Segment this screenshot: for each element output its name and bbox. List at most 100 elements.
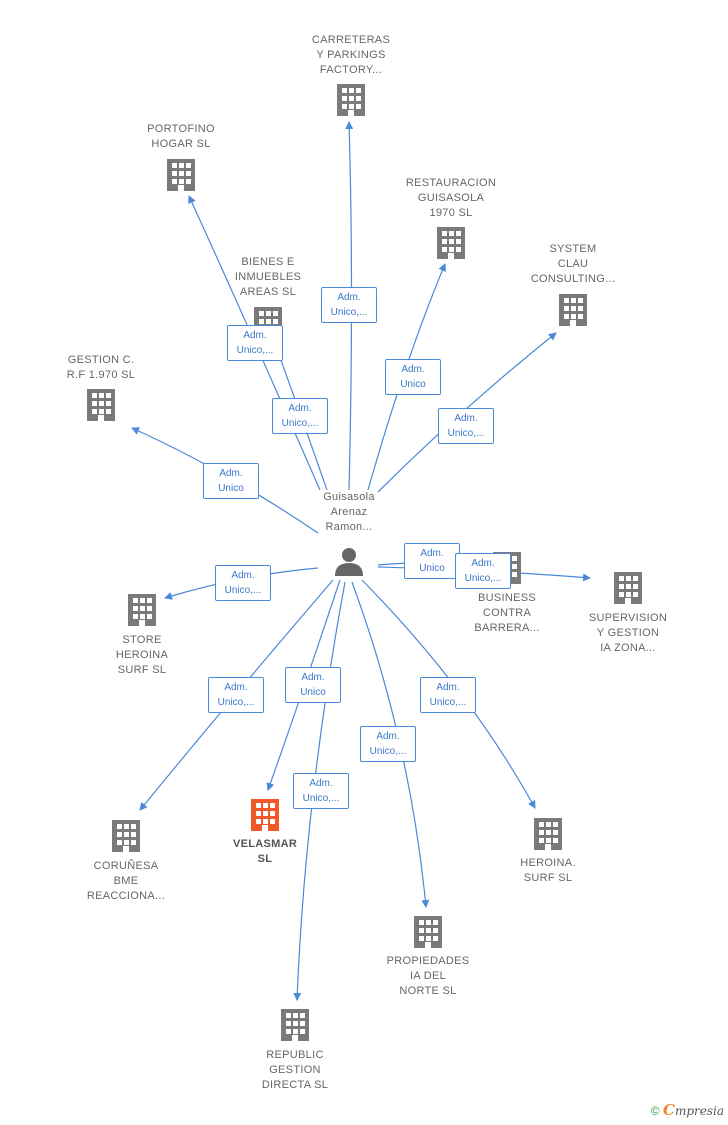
node-label-line: Y PARKINGS xyxy=(316,49,386,61)
node-label-line: SL xyxy=(257,853,273,865)
building-icon[interactable] xyxy=(128,594,156,626)
center-label-line: Guisasola xyxy=(323,491,375,503)
edge-label-business[interactable]: Adm. Unico xyxy=(404,543,460,579)
edge-label-line: Adm. xyxy=(436,682,460,693)
node-label-line: FACTORY... xyxy=(319,64,383,76)
building-icon[interactable] xyxy=(112,820,140,852)
node-label-line: AREAS SL xyxy=(239,286,297,298)
edge-label-line: Adm. xyxy=(288,403,312,414)
center-label-line: Arenaz xyxy=(330,506,368,518)
node-label-store[interactable]: STORE HEROINA SURF SL xyxy=(82,633,202,678)
node-label-line: CARRETERAS xyxy=(311,34,391,46)
node-label-line: REACCIONA... xyxy=(86,890,166,902)
edge-label-line: Adm. xyxy=(301,672,325,683)
edge-label-line: Unico xyxy=(400,379,426,390)
node-label-line: CORUÑESA xyxy=(93,860,159,872)
node-label-line: CONTRA xyxy=(482,607,532,619)
building-icon[interactable] xyxy=(167,159,195,191)
building-icon[interactable] xyxy=(251,799,279,831)
building-icon[interactable] xyxy=(337,84,365,116)
edge-label-restauracion[interactable]: Adm.Unico xyxy=(385,359,441,395)
node-label-line: R.F 1.970 SL xyxy=(66,369,136,381)
edge-label-line: Unico xyxy=(218,483,244,494)
edge-label-line: Unico,... xyxy=(447,428,485,439)
edge-label-propiedades[interactable]: Adm.Unico,... xyxy=(360,726,416,762)
node-label-restauracion[interactable]: RESTAURACION GUISASOLA 1970 SL xyxy=(391,176,511,221)
edge-label-line: Unico,... xyxy=(464,573,502,584)
edge-label-line: Unico,... xyxy=(302,793,340,804)
edge-label-line: Adm. xyxy=(471,558,495,569)
person-icon[interactable] xyxy=(335,548,363,576)
edge-label-store[interactable]: Adm.Unico,... xyxy=(215,565,271,601)
node-label-line: CONSULTING... xyxy=(530,273,616,285)
node-label-bienes[interactable]: BIENES E INMUEBLES AREAS SL xyxy=(208,255,328,300)
building-icon[interactable] xyxy=(559,294,587,326)
edge-label-line: Adm. xyxy=(337,292,361,303)
node-label-line: BARRERA... xyxy=(474,622,540,634)
edge-label-supervision[interactable]: Adm. Unico,... xyxy=(455,553,511,589)
edge-label-republic[interactable]: Adm. Unico,... xyxy=(293,773,349,809)
node-label-velasmar[interactable]: VELASMAR SL xyxy=(205,837,325,867)
node-label-line: Y GESTION xyxy=(596,627,660,639)
edge-label-line: Adm. xyxy=(309,778,333,789)
building-icon[interactable] xyxy=(437,227,465,259)
node-label-line: REPUBLIC xyxy=(266,1049,324,1061)
node-label-line: SURF SL xyxy=(117,664,167,676)
edge-label-line: Unico,... xyxy=(236,345,274,356)
node-label-line: GUISASOLA xyxy=(417,192,485,204)
edge-label-line: Adm. xyxy=(454,413,478,424)
edge-label-line: Unico,... xyxy=(429,697,467,708)
edge-label-heroina[interactable]: Adm. Unico,... xyxy=(420,677,476,713)
edge-label-line: Unico,... xyxy=(217,697,255,708)
footer-brand: © Cmpresia xyxy=(651,1101,724,1119)
edge-label-line: Unico,... xyxy=(281,418,319,429)
node-label-line: IA ZONA... xyxy=(600,642,656,654)
node-label-business[interactable]: BUSINESS CONTRA BARRERA... xyxy=(447,591,567,636)
edge-label-line: Unico,... xyxy=(330,307,368,318)
edge-label-line: Adm. xyxy=(376,731,400,742)
node-label-line: STORE xyxy=(122,634,162,646)
edge-label-line: Adm. xyxy=(420,548,444,559)
node-label-line: INMUEBLES xyxy=(234,271,302,283)
edge-label-carreteras[interactable]: Adm. Unico,... xyxy=(321,287,377,323)
edge-label-line: Unico xyxy=(419,563,445,574)
node-label-line: 1970 SL xyxy=(429,207,473,219)
edge-label-system[interactable]: Adm. Unico,... xyxy=(438,408,494,444)
node-label-carreteras[interactable]: CARRETERAS Y PARKINGS FACTORY... xyxy=(291,33,411,78)
node-label-line: CLAU xyxy=(557,258,589,270)
node-label-line: NORTE SL xyxy=(399,985,457,997)
edge-label-gestion[interactable]: Adm. Unico xyxy=(203,463,259,499)
edge-label-bienes[interactable]: Adm. Unico,... xyxy=(272,398,328,434)
edge-label-corunesa[interactable]: Adm.Unico,... xyxy=(208,677,264,713)
node-label-line: BUSINESS xyxy=(477,592,537,604)
building-icon[interactable] xyxy=(614,572,642,604)
node-label-gestion[interactable]: GESTION C.R.F 1.970 SL xyxy=(41,353,161,383)
node-label-line: RESTAURACION xyxy=(405,177,497,189)
building-icon[interactable] xyxy=(534,818,562,850)
edge-label-line: Adm. xyxy=(219,468,243,479)
node-label-line: VELASMAR xyxy=(232,838,298,850)
node-label-line: BME xyxy=(113,875,139,887)
node-label-line: SURF SL xyxy=(523,872,573,884)
node-label-line: HEROINA. xyxy=(520,857,576,869)
node-label-line: BIENES E xyxy=(241,256,295,268)
edge-label-line: Adm. xyxy=(243,330,267,341)
edge-label-portofino[interactable]: Adm. Unico,... xyxy=(227,325,283,361)
building-icon[interactable] xyxy=(414,916,442,948)
edge-label-velasmar[interactable]: Adm.Unico xyxy=(285,667,341,703)
edge-label-line: Adm. xyxy=(231,570,255,581)
node-label-corunesa[interactable]: CORUÑESA BME REACCIONA... xyxy=(66,859,186,904)
node-label-line: PROPIEDADES xyxy=(386,955,470,967)
building-icon[interactable] xyxy=(87,389,115,421)
copyright-symbol: © xyxy=(650,1104,660,1118)
node-label-line: HEROINA xyxy=(115,649,169,661)
node-label-heroina[interactable]: HEROINA. SURF SL xyxy=(488,856,608,886)
building-icon[interactable] xyxy=(281,1009,309,1041)
